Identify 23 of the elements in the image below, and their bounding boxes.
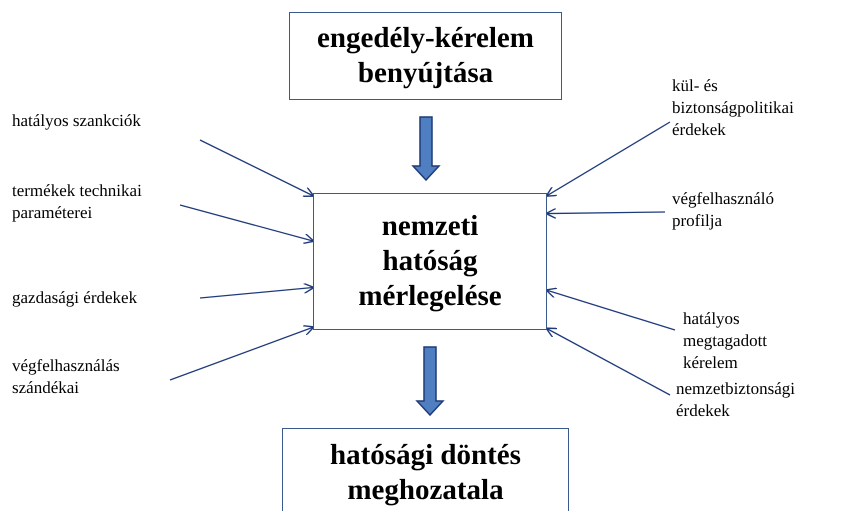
factor-label: termékek technikai paraméterei [12,180,192,224]
factor-label: végfelhasználás szándékai [12,355,172,400]
arrow [545,208,665,220]
factor-label: nemzetbiztonsági érdekek [676,378,836,422]
arrow [170,324,315,381]
box-title: hatósági döntés meghozatala [329,438,522,508]
factor-label: hatályos szankciók [12,110,212,132]
block-arrow [411,116,441,182]
arrow [545,327,670,396]
factor-label: végfelhasználó profilja [672,188,802,232]
arrow [200,139,315,197]
box-title: nemzeti hatóság mérlegelése [357,209,503,314]
block-arrow [415,346,445,416]
factor-label: gazdasági érdekek [12,287,202,310]
factor-label: kül- és biztonságpolitikai érdekek [672,75,802,142]
arrow [545,121,670,197]
arrow [545,287,676,331]
process-box [313,193,547,330]
arrow [200,282,315,299]
arrow [180,204,315,244]
process-box [282,428,569,511]
process-box [289,12,562,100]
box-title: engedély-kérelem benyújtása [316,21,535,91]
